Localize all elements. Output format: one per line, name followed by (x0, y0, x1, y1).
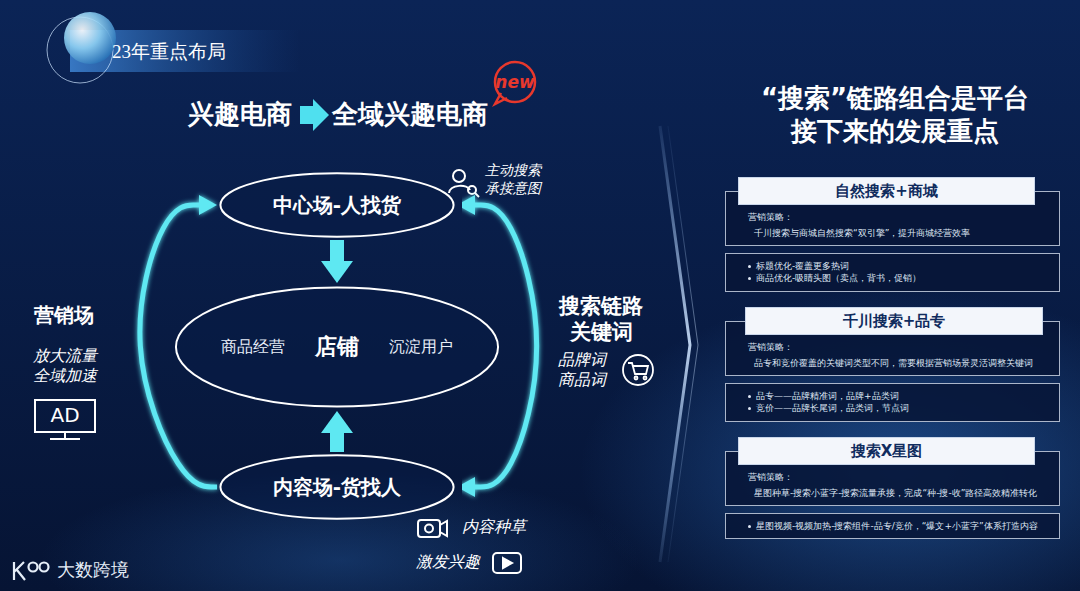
node-text: new (495, 72, 534, 92)
headline-term: 兴趣电商 (188, 98, 292, 131)
strategy-lead: 营销策略： (748, 211, 1047, 223)
strategy-text: 千川搜索与商城自然搜索“双引擎”，提升商城经营效率 (748, 227, 1047, 239)
icon-part (425, 525, 433, 533)
connectors (140, 205, 537, 487)
search-person-icon (449, 170, 479, 197)
bullet-text: 商品优化-吸睛头图（卖点，背书，促销） (748, 272, 1047, 284)
scene-ellipse: 中心场-人找货 (219, 172, 455, 238)
strategy-lead: 营销策略： (748, 471, 1047, 483)
badge-ring (495, 62, 535, 102)
side-caption: 放大流量 全域加速 (33, 346, 105, 386)
divider (668, 126, 698, 562)
camera-icon (418, 520, 447, 537)
icon-part (40, 563, 49, 572)
icon-part (453, 170, 465, 182)
section-title: 搜索X星图 (747, 442, 1026, 460)
title-ball (64, 12, 116, 64)
section-title: 千川搜索+品专 (754, 312, 1034, 330)
glow (580, 290, 1080, 591)
shop-ellipse: 商品经营 店铺 沉淀用户 (174, 285, 500, 409)
node-text: 中心场-人找货 (273, 192, 401, 219)
icon-part (14, 562, 25, 580)
icon-part (644, 377, 647, 380)
section-header: 自然搜索+商城 (738, 177, 1035, 205)
icon-caption: 主动搜索 承接意图 (485, 162, 551, 197)
glow (40, 470, 640, 591)
panel-title: “搜索”链路组合是平台 接下来的发展重点 (740, 82, 1050, 147)
ad-text: AD (35, 403, 95, 428)
bullet-text: 标题优化-覆盖更多热词 (748, 260, 1047, 272)
node-text: 内容场-货找人 (273, 474, 401, 501)
divider (660, 126, 690, 562)
flow-arrow (330, 240, 344, 261)
strategy-lead: 营销策略： (748, 341, 1047, 353)
headline-term: 全域兴趣电商 (332, 98, 488, 131)
icon-caption: 内容种草 (462, 517, 526, 537)
icon-part (50, 438, 80, 440)
ad-screen-icon (35, 400, 95, 439)
bullet-box: 标题优化-覆盖更多热词商品优化-吸睛头图（卖点，背书，促销） (725, 253, 1060, 291)
bullet-box: 品专——品牌精准词，品牌+品类词竞价——品牌长尾词，品类词，节点词 (725, 383, 1060, 421)
icon-part (29, 563, 38, 572)
icon-part (440, 521, 447, 536)
icon-part (64, 432, 66, 438)
strategy-text: 星图种草-搜索小蓝字-搜索流量承接，完成“种-搜-收”路径高效精准转化 (748, 487, 1047, 499)
strategy-text: 品专和竞价覆盖的关键词类型不同，需要根据营销场景灵活调整关键词 (748, 357, 1047, 369)
icon-caption: 激发兴趣 (416, 552, 480, 572)
bullet-box: 星图视频-视频加热-搜索组件-品专/竞价，“爆文+小蓝字”体系打造内容 (725, 513, 1060, 539)
section-header: 搜索X星图 (738, 437, 1035, 465)
icon-part (503, 558, 512, 568)
node-text: 沉淀用户 (389, 337, 453, 358)
flow-arrow (330, 433, 344, 452)
ellipse-line (176, 287, 498, 406)
icon-part (628, 363, 648, 374)
bullet-text: 品专——品牌精准词，品牌+品类词 (748, 390, 1047, 402)
icon-part (418, 520, 440, 537)
bullet-text: 星图视频-视频加热-搜索组件-品专/竞价，“爆文+小蓝字”体系打造内容 (748, 520, 1047, 532)
icon-part (623, 355, 653, 385)
ellipse-line (220, 173, 453, 236)
watermark-logo (14, 562, 49, 580)
icon-part (468, 186, 476, 194)
node-text: 商品经营 (221, 337, 285, 358)
new-badge: new (493, 60, 537, 104)
icon-part (635, 377, 638, 380)
ellipse-line (220, 455, 453, 518)
cart-icon (623, 355, 653, 385)
block-arrow (300, 99, 329, 131)
side-heading: 营销场 (34, 303, 94, 328)
page-title: 23年重点布局 (112, 39, 226, 65)
bullet-text: 竞价——品牌长尾词，品类词，节点词 (748, 402, 1047, 414)
side-heading: 搜索链路 关键词 (553, 293, 649, 346)
icon-part (35, 400, 95, 432)
side-caption: 品牌词 商品词 (558, 350, 614, 390)
node-text: 店铺 (315, 332, 359, 362)
icon-part (449, 186, 470, 193)
play-icon (493, 553, 521, 573)
watermark: 大数跨境 (57, 559, 129, 582)
icon-part (475, 193, 479, 197)
icon-part (493, 553, 521, 573)
scene-ellipse: 内容场-货找人 (219, 454, 455, 520)
section-header: 千川搜索+品专 (745, 307, 1043, 335)
section-title: 自然搜索+商城 (747, 182, 1026, 200)
